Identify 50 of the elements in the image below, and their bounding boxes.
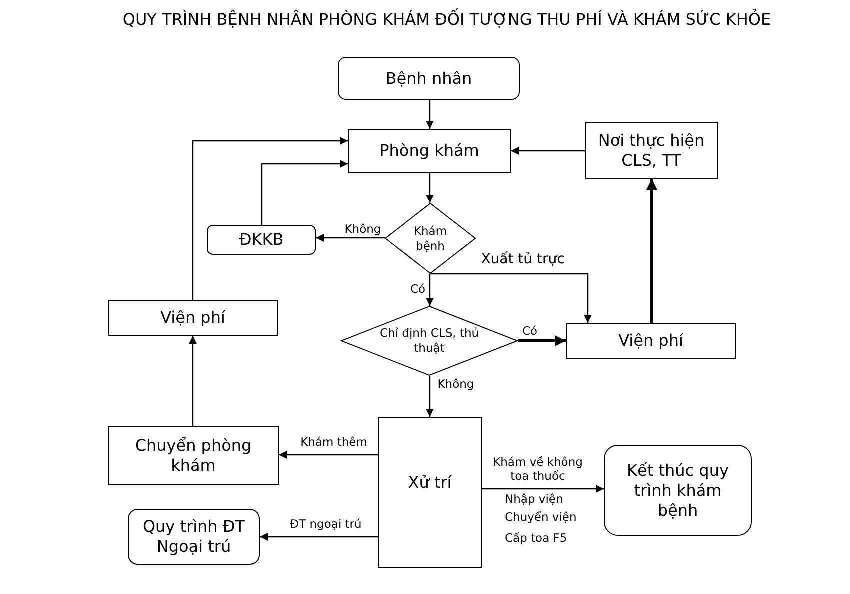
arrow bbox=[426, 173, 434, 203]
decision-label: Khám bệnh bbox=[412, 224, 448, 254]
node-label: Bệnh nhân bbox=[386, 68, 472, 88]
arrow bbox=[518, 336, 566, 346]
arrow bbox=[482, 485, 604, 493]
note-text: Cấp toa F5 bbox=[505, 531, 568, 545]
arrow bbox=[192, 137, 348, 300]
arrow bbox=[261, 160, 348, 225]
arrow bbox=[426, 274, 434, 306]
terminal-box bbox=[604, 445, 752, 536]
arrow bbox=[426, 376, 434, 417]
edge-label: ĐT ngoại trú bbox=[289, 517, 363, 531]
decision-label: Chỉ định CLS, thủ thuật bbox=[378, 326, 480, 356]
process-box bbox=[348, 129, 511, 173]
terminal-box bbox=[128, 509, 260, 565]
arrow bbox=[646, 179, 658, 323]
arrow bbox=[511, 147, 585, 155]
diagram-title: QUY TRÌNH BỆNH NHÂN PHÒNG KHÁM ĐỐI TƯỢNG THU PHÍ VÀ KHÁM SỨC KHỎE bbox=[122, 9, 772, 31]
node-label: Phòng khám bbox=[380, 141, 480, 161]
node-label: Nơi thực hiện CLS, TT bbox=[597, 130, 706, 170]
arrow bbox=[279, 451, 378, 459]
process-box bbox=[108, 426, 279, 485]
arrow bbox=[260, 533, 378, 541]
decision-diamond bbox=[341, 306, 518, 376]
terminal-box bbox=[207, 225, 316, 255]
terminal-box bbox=[338, 57, 520, 100]
process-box bbox=[585, 122, 718, 179]
note-text: Chuyển viện bbox=[505, 510, 577, 524]
node-label: Xử trí bbox=[408, 472, 452, 492]
node-label: Chuyển phòng khám bbox=[134, 436, 253, 476]
edge-label: Có bbox=[409, 282, 427, 296]
process-box bbox=[378, 417, 482, 568]
arrow bbox=[316, 234, 385, 242]
edge-label: Không bbox=[436, 377, 476, 391]
edge-label: Không bbox=[344, 222, 382, 236]
process-box bbox=[566, 323, 736, 359]
node-label: ĐKKB bbox=[239, 230, 284, 250]
edge-label: Có bbox=[521, 324, 539, 338]
arrow bbox=[430, 273, 592, 323]
node-label: Quy trình ĐT Ngoại trú bbox=[142, 517, 246, 557]
edge-label: Xuất tủ trực bbox=[480, 252, 566, 268]
edge-label: Khám thêm bbox=[300, 435, 368, 449]
node-label: Viện phí bbox=[160, 308, 226, 328]
arrow bbox=[189, 336, 197, 426]
arrow bbox=[426, 100, 434, 129]
note-text: Nhập viện bbox=[505, 492, 564, 506]
node-label: Kết thúc quy trình khám bệnh bbox=[626, 460, 730, 520]
decision-diamond bbox=[385, 203, 476, 274]
process-box bbox=[108, 300, 278, 336]
node-label: Viện phí bbox=[618, 331, 684, 351]
